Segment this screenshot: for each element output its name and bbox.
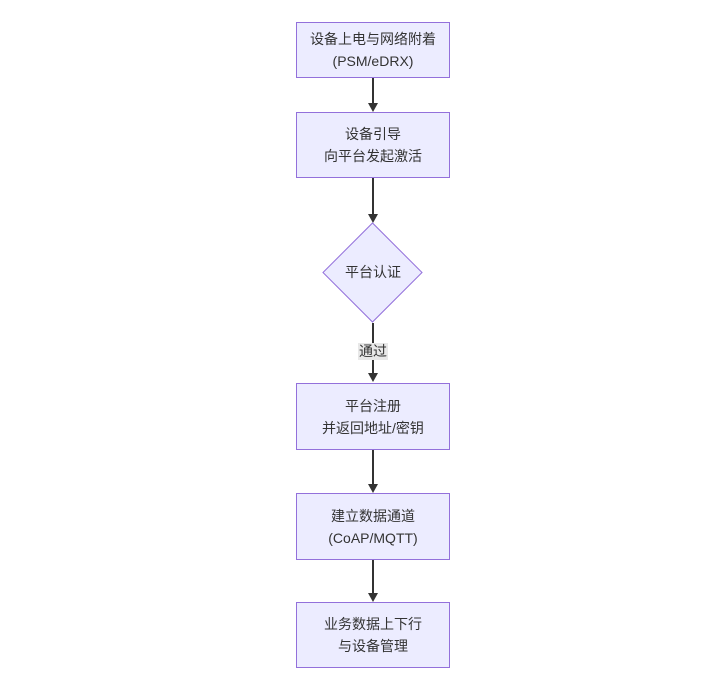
- node-platform-register-line1: 平台注册: [345, 397, 401, 414]
- edge-bootstrap-to-auth-line: [372, 178, 374, 214]
- node-business-data: 业务数据上下行 与设备管理: [296, 602, 450, 668]
- node-platform-register-line2: 并返回地址/密钥: [322, 419, 424, 436]
- edge-channel-to-business-arrowhead-icon: [368, 593, 378, 602]
- edge-register-to-channel-line: [372, 450, 374, 484]
- edge-power-to-bootstrap-line: [372, 78, 374, 103]
- node-bootstrap: 设备引导 向平台发起激活: [296, 112, 450, 178]
- edge-bootstrap-to-auth-arrowhead-icon: [368, 214, 378, 223]
- node-platform-register: 平台注册 并返回地址/密钥: [296, 383, 450, 450]
- node-business-data-line1: 业务数据上下行: [324, 616, 422, 632]
- edge-power-to-bootstrap-arrowhead-icon: [368, 103, 378, 112]
- node-bootstrap-line2: 向平台发起激活: [324, 148, 422, 164]
- edge-auth-to-register-arrowhead-icon: [368, 373, 378, 382]
- node-power-attach: 设备上电与网络附着 (PSM/eDRX): [296, 22, 450, 78]
- node-power-attach-line1: 设备上电与网络附着: [310, 31, 436, 47]
- edge-register-to-channel-arrowhead-icon: [368, 484, 378, 493]
- edge-channel-to-business-line: [372, 560, 374, 593]
- node-data-channel-line1: 建立数据通道: [331, 507, 415, 524]
- edge-auth-to-register-label: 通过: [358, 343, 388, 360]
- node-business-data-line2: 与设备管理: [338, 638, 408, 654]
- node-data-channel-line2: (CoAP/MQTT): [328, 529, 418, 546]
- node-bootstrap-line1: 设备引导: [345, 126, 401, 142]
- node-power-attach-line2: (PSM/eDRX): [332, 53, 414, 69]
- decision-platform-auth-label: 平台认证: [345, 264, 401, 280]
- node-data-channel: 建立数据通道 (CoAP/MQTT): [296, 493, 450, 560]
